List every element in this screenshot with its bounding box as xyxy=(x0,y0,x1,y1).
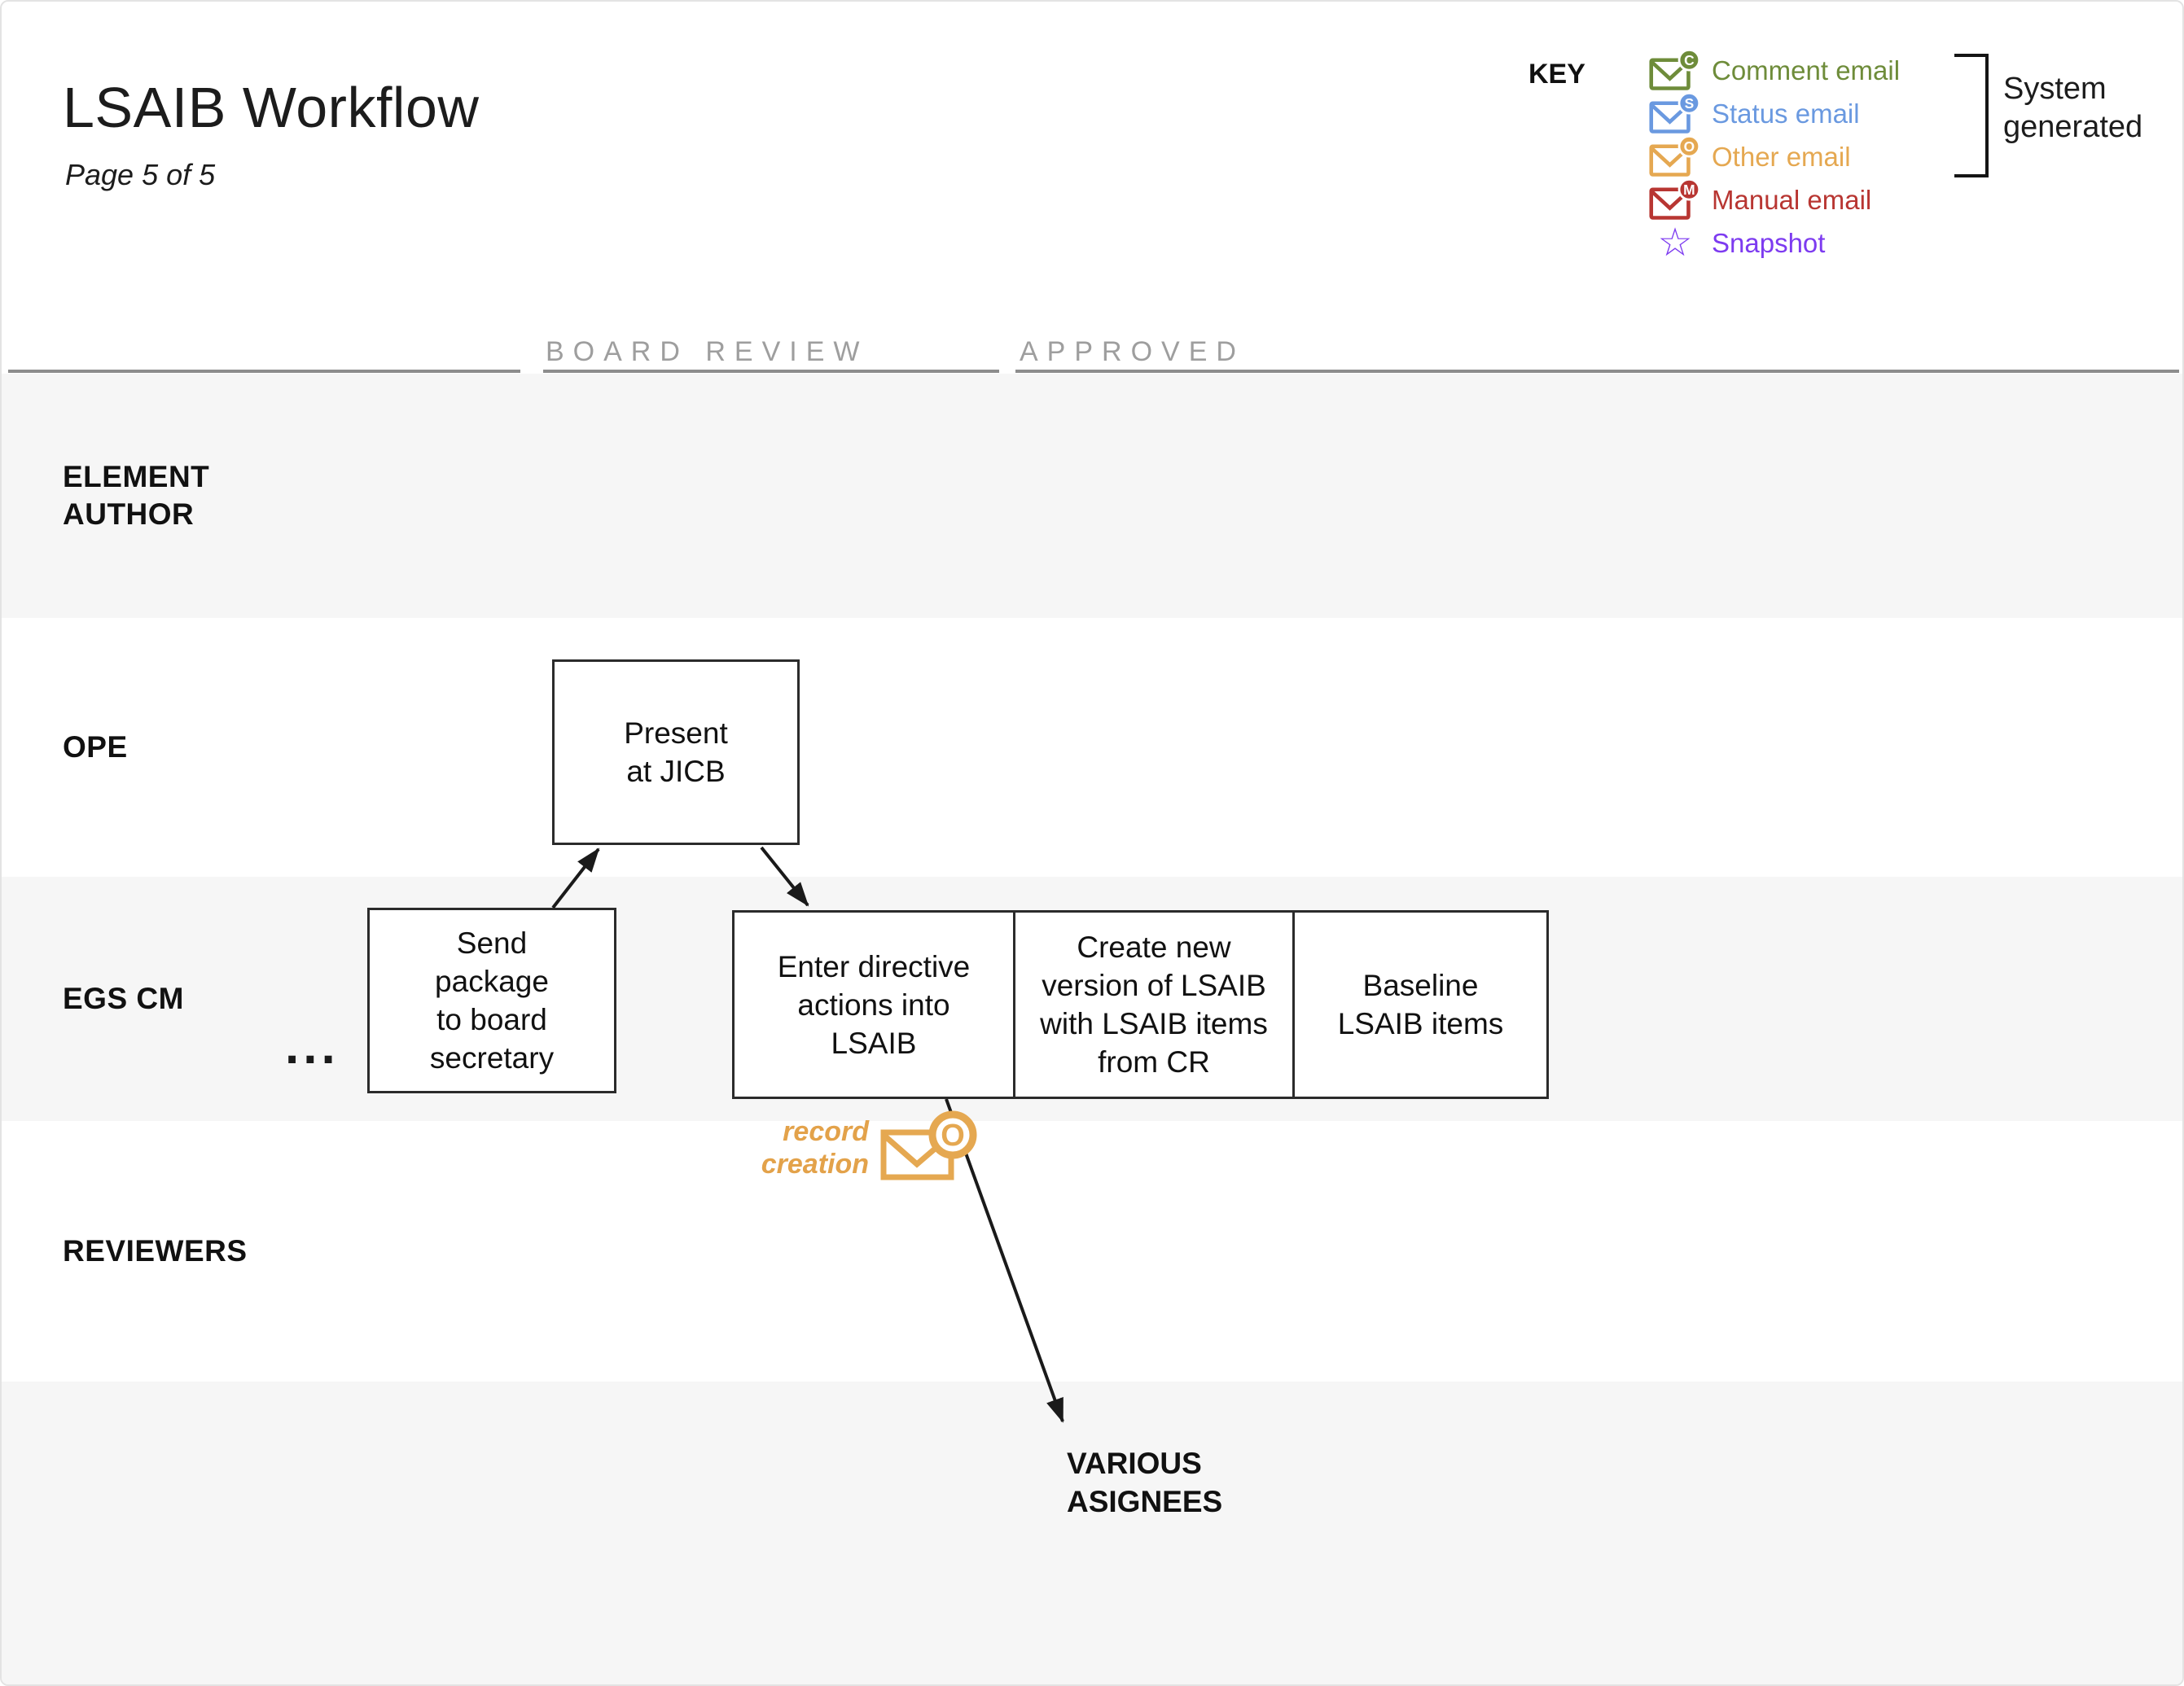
phase-approved: APPROVED xyxy=(1020,336,1245,367)
legend-item-other-email: O Other email xyxy=(1647,134,1900,179)
legend-item-status-email: S Status email xyxy=(1647,91,1900,136)
legend-label: Manual email xyxy=(1712,184,1872,215)
svg-text:M: M xyxy=(1683,182,1695,198)
comment-email-icon: C xyxy=(1647,48,1704,93)
lane-label: EGS CM xyxy=(63,982,184,1015)
various-asignees-label: VARIOUS ASIGNEES xyxy=(1067,1447,1223,1518)
legend-label: Other email xyxy=(1712,141,1851,172)
status-email-icon: S xyxy=(1647,91,1704,136)
lane-reviewers: REVIEWERS xyxy=(2,1121,2182,1382)
lane-label: ELEMENT AUTHOR xyxy=(63,460,210,531)
svg-text:S: S xyxy=(1685,95,1695,112)
record-creation-label: record creation xyxy=(761,1116,869,1180)
phase-board-review: BOARD REVIEW xyxy=(546,336,869,367)
phase-divider-line xyxy=(8,370,520,373)
lane-element-author: ELEMENT AUTHOR xyxy=(2,374,2182,618)
step-present-at-jicb: Present at JICB xyxy=(552,659,800,845)
system-generated-bracket xyxy=(1954,54,1989,177)
legend-label: Snapshot xyxy=(1712,227,1826,258)
page-title: LSAIB Workflow xyxy=(63,76,480,139)
legend-item-snapshot: ☆ Snapshot xyxy=(1647,221,1900,265)
legend: C Comment email S Status email xyxy=(1647,48,1901,265)
svg-text:O: O xyxy=(1684,138,1695,155)
lane-label: OPE xyxy=(63,730,128,764)
manual-email-icon: M xyxy=(1647,177,1704,222)
legend-label: Status email xyxy=(1712,98,1860,129)
system-generated-label: System generated xyxy=(2003,72,2143,144)
legend-item-manual-email: M Manual email xyxy=(1647,177,1900,222)
phase-divider-line xyxy=(1015,370,2179,373)
page-number: Page 5 of 5 xyxy=(65,158,216,191)
step-enter-directive-actions: Enter directive actions into LSAIB xyxy=(732,910,1015,1099)
record-creation-email-icon: O xyxy=(875,1102,985,1191)
lane-various-asignees xyxy=(2,1382,2182,1684)
svg-text:C: C xyxy=(1684,52,1695,68)
legend-item-comment-email: C Comment email xyxy=(1647,48,1901,93)
snapshot-star-icon: ☆ xyxy=(1657,221,1693,265)
other-email-icon: O xyxy=(1647,134,1704,179)
lane-ope: OPE xyxy=(2,618,2182,877)
phase-divider-line xyxy=(543,370,999,373)
key-heading: KEY xyxy=(1528,59,1585,90)
svg-text:O: O xyxy=(941,1119,965,1153)
step-create-new-version: Create new version of LSAIB with LSAIB i… xyxy=(1013,910,1295,1099)
continuation-ellipsis: ... xyxy=(285,1018,340,1075)
step-baseline-lsaib-items: Baseline LSAIB items xyxy=(1292,910,1549,1099)
step-send-package-to-board-secretary: Send package to board secretary xyxy=(367,908,616,1093)
legend-label: Comment email xyxy=(1712,55,1901,85)
lane-label: REVIEWERS xyxy=(63,1234,248,1268)
